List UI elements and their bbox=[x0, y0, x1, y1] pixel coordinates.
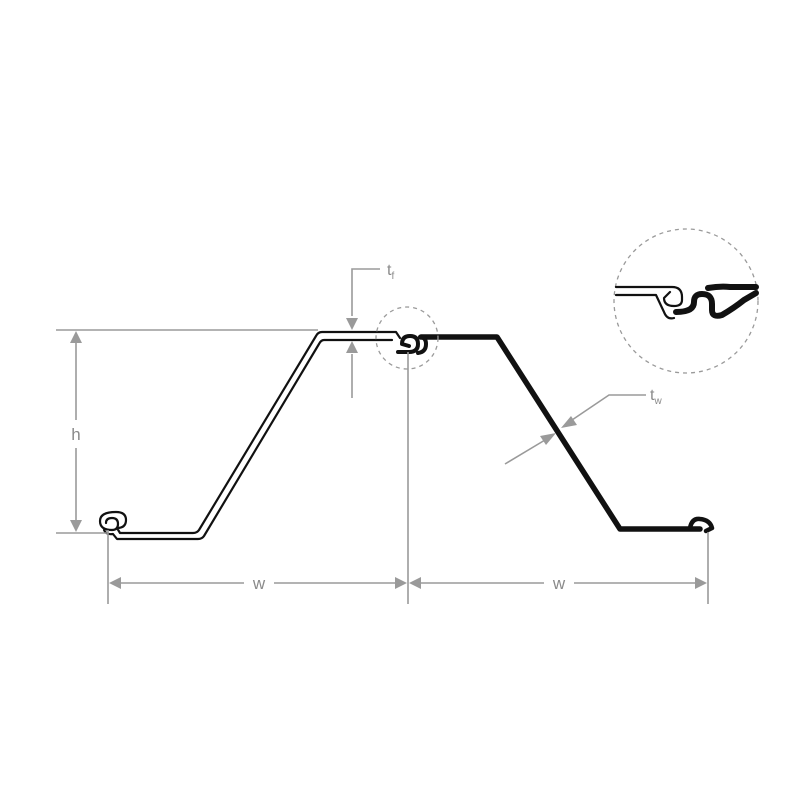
arrow-up-icon bbox=[346, 341, 358, 353]
flange-thickness-dimension: tf bbox=[346, 262, 394, 398]
arrow-icon bbox=[540, 433, 556, 445]
height-label: h bbox=[71, 425, 80, 444]
arrow-right-icon bbox=[695, 577, 707, 589]
arrow-left-icon bbox=[109, 577, 121, 589]
flange-thickness-label: tf bbox=[387, 262, 394, 282]
arrow-icon bbox=[561, 416, 577, 428]
width-label-right: w bbox=[552, 574, 566, 593]
arrow-left-icon bbox=[409, 577, 421, 589]
interlock-callout-detail bbox=[613, 228, 759, 374]
right-pile-section bbox=[396, 334, 715, 534]
width-dimensions: w w bbox=[107, 352, 709, 604]
arrow-down-icon bbox=[346, 318, 358, 330]
height-dimension: h bbox=[56, 329, 318, 534]
interlock-callout-small bbox=[375, 306, 439, 370]
web-thickness-label: tw bbox=[650, 387, 662, 407]
arrow-up-icon bbox=[70, 331, 82, 343]
left-pile-section bbox=[98, 330, 402, 541]
web-thickness-dimension: tw bbox=[504, 387, 662, 465]
arrow-down-icon bbox=[70, 520, 82, 532]
width-label-left: w bbox=[252, 574, 266, 593]
arrow-right-icon bbox=[395, 577, 407, 589]
